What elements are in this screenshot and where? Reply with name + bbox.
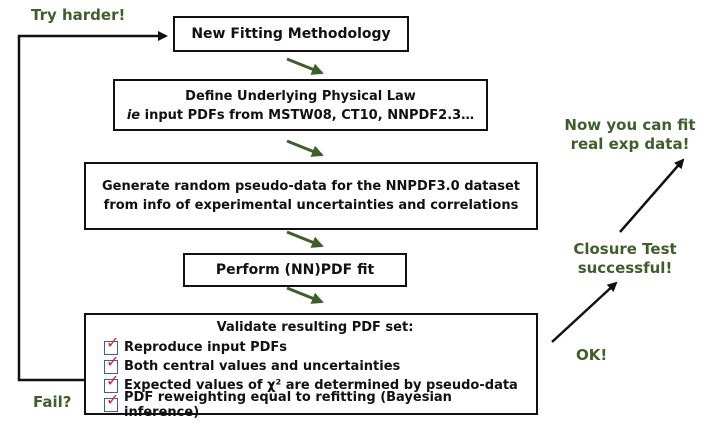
define-law-line-2: ie input PDFs from MSTW08, CT10, NNPDF2.… xyxy=(115,106,486,125)
step-arrow-4 xyxy=(286,286,324,304)
closure-test-label: Closure Test successful! xyxy=(565,240,685,278)
ok-arrow xyxy=(551,281,618,343)
perform-fit-text: Perform (NN)PDF fit xyxy=(215,262,375,278)
step-arrow-3 xyxy=(286,230,324,248)
checklist-item: ✓ PDF reweighting equal to refitting (Ba… xyxy=(104,390,526,420)
closure-line-2: successful! xyxy=(577,259,673,277)
new-fitting-text: New Fitting Methodology xyxy=(191,26,391,42)
define-law-line-1: Define Underlying Physical Law xyxy=(185,89,416,104)
step-arrow-2 xyxy=(286,139,324,157)
checkbox-checked-icon: ✓ xyxy=(104,353,119,374)
loop-back-line xyxy=(17,31,168,382)
checklist-item: ✓ Expected values of χ² are determined b… xyxy=(104,372,526,395)
ie-text: ie xyxy=(126,108,141,123)
generate-box: Generate random pseudo-data for the NNPD… xyxy=(84,162,538,230)
generate-line-1: Generate random pseudo-data for the NNPD… xyxy=(101,179,521,194)
generate-line-2: from info of experimental uncertainties … xyxy=(103,198,519,213)
validate-title: Validate resulting PDF set: xyxy=(216,320,414,335)
define-law-line-2-rest: input PDFs from MSTW08, CT10, NNPDF2.3… xyxy=(140,108,475,123)
checkbox-checked-icon: ✓ xyxy=(104,372,119,393)
perform-fit-box: Perform (NN)PDF fit xyxy=(183,253,407,287)
now-line-1: Now you can fit xyxy=(564,116,696,134)
step-arrow-1 xyxy=(286,57,324,75)
checkbox-checked-icon: ✓ xyxy=(104,334,119,355)
try-harder-label: Try harder! xyxy=(31,6,126,24)
closure-line-1: Closure Test xyxy=(573,240,677,258)
checklist-item-text: PDF reweighting equal to refitting (Baye… xyxy=(124,389,452,420)
checklist-item-text: Both central values and uncertainties xyxy=(124,359,401,374)
checklist-item: ✓ Both central values and uncertainties xyxy=(104,353,526,376)
fail-label: Fail? xyxy=(33,393,72,411)
closure-arrow xyxy=(619,158,685,233)
now-line-2: real exp data! xyxy=(570,135,690,153)
checklist-item-text: Reproduce input PDFs xyxy=(124,340,288,355)
ok-label: OK! xyxy=(576,346,608,364)
define-law-box: Define Underlying Physical Law ie input … xyxy=(113,79,488,131)
validate-checklist: ✓ Reproduce input PDFs ✓ Both central va… xyxy=(104,334,526,420)
new-fitting-box: New Fitting Methodology xyxy=(173,16,409,52)
checkbox-checked-icon: ✓ xyxy=(104,391,119,412)
checklist-item-text: Expected values of χ² are determined by … xyxy=(124,378,518,393)
now-fit-label: Now you can fit real exp data! xyxy=(560,116,700,154)
validate-box: Validate resulting PDF set: ✓ Reproduce … xyxy=(84,313,538,420)
checklist-item: ✓ Reproduce input PDFs xyxy=(104,334,526,357)
